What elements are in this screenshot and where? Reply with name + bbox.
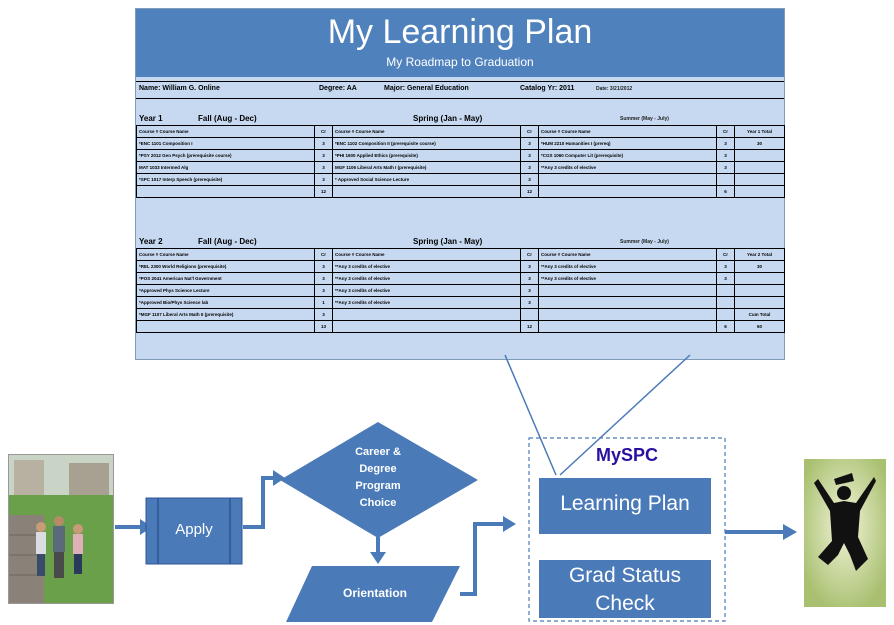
catalog-year: Catalog Yr: 2011 [520,85,575,92]
arrow-apply-to-decision [243,476,275,529]
graduate-image [804,459,886,607]
apply-box [145,497,243,565]
table-row: *MGF 1107 Liberal Arts Math II (prerequi… [136,308,785,321]
table-cell: 60 [734,320,785,333]
plan-info-row: Name: William G. Online Degree: AA Major… [136,81,784,99]
degree: Degree: AA [319,85,357,92]
students-photo [8,454,114,604]
plan-title: My Learning Plan [327,13,593,51]
decision-line: Choice [359,497,397,509]
year2-fall: Fall (Aug - Dec) [198,237,257,246]
decision-line: Career & [355,446,401,458]
learning-plan-box [539,478,711,534]
arrowhead [503,516,516,532]
graduate-silhouette [814,477,876,571]
myspc-container [528,437,726,622]
myspc-label: MySPC [595,445,658,465]
grad-status-label: Grad Status Check [539,562,711,618]
grad-status-line: Grad Status [568,564,682,587]
arrow-orientation-to-myspc [460,522,505,596]
decision-line: Program [355,480,401,492]
table-row: *REL 2300 World Religions (prerequisite)… [136,260,785,273]
plan-banner: My Learning Plan My Roadmap to Graduatio… [136,9,784,77]
apply-label: Apply [175,521,213,538]
table-row: *PSY 2012 Gen Psych (prerequisite course… [136,149,785,162]
plan-date: Date: 3/21/2012 [596,86,633,92]
year1-summer: Summer (May - July) [620,116,669,122]
year2-label: Year 2 [139,237,163,246]
zoom-line-left [504,354,557,476]
table-cell [734,185,785,198]
year2-summer: Summer (May - July) [620,239,669,245]
year2-spring: Spring (Jan - May) [413,237,483,246]
year1-fall: Fall (Aug - Dec) [198,114,257,123]
decision-diamond [280,422,478,538]
learning-plan-document: My Learning Plan My Roadmap to Graduatio… [135,8,785,360]
major: Major: General Education [384,85,469,92]
orientation-label: Orientation [342,586,407,600]
decision-label: Career & Degree Program Choice [318,444,438,512]
table-cell: 12 [314,185,333,198]
zoom-line-right [559,354,691,476]
plan-subtitle: My Roadmap to Graduation [386,55,534,69]
student-name: Name: William G. Online [139,85,220,92]
table-cell: 6 [716,320,735,333]
year1-spring: Spring (Jan - May) [413,114,483,123]
decision-line: Degree [359,463,397,475]
grad-status-box [539,560,711,618]
arrowhead [273,470,285,486]
arrowhead [783,524,797,540]
learning-plan-label: Learning Plan [560,492,690,515]
arrowhead [370,552,386,564]
year1-label: Year 1 [139,114,163,123]
grad-status-line: Check [595,592,655,615]
orientation-parallelogram [286,566,460,622]
